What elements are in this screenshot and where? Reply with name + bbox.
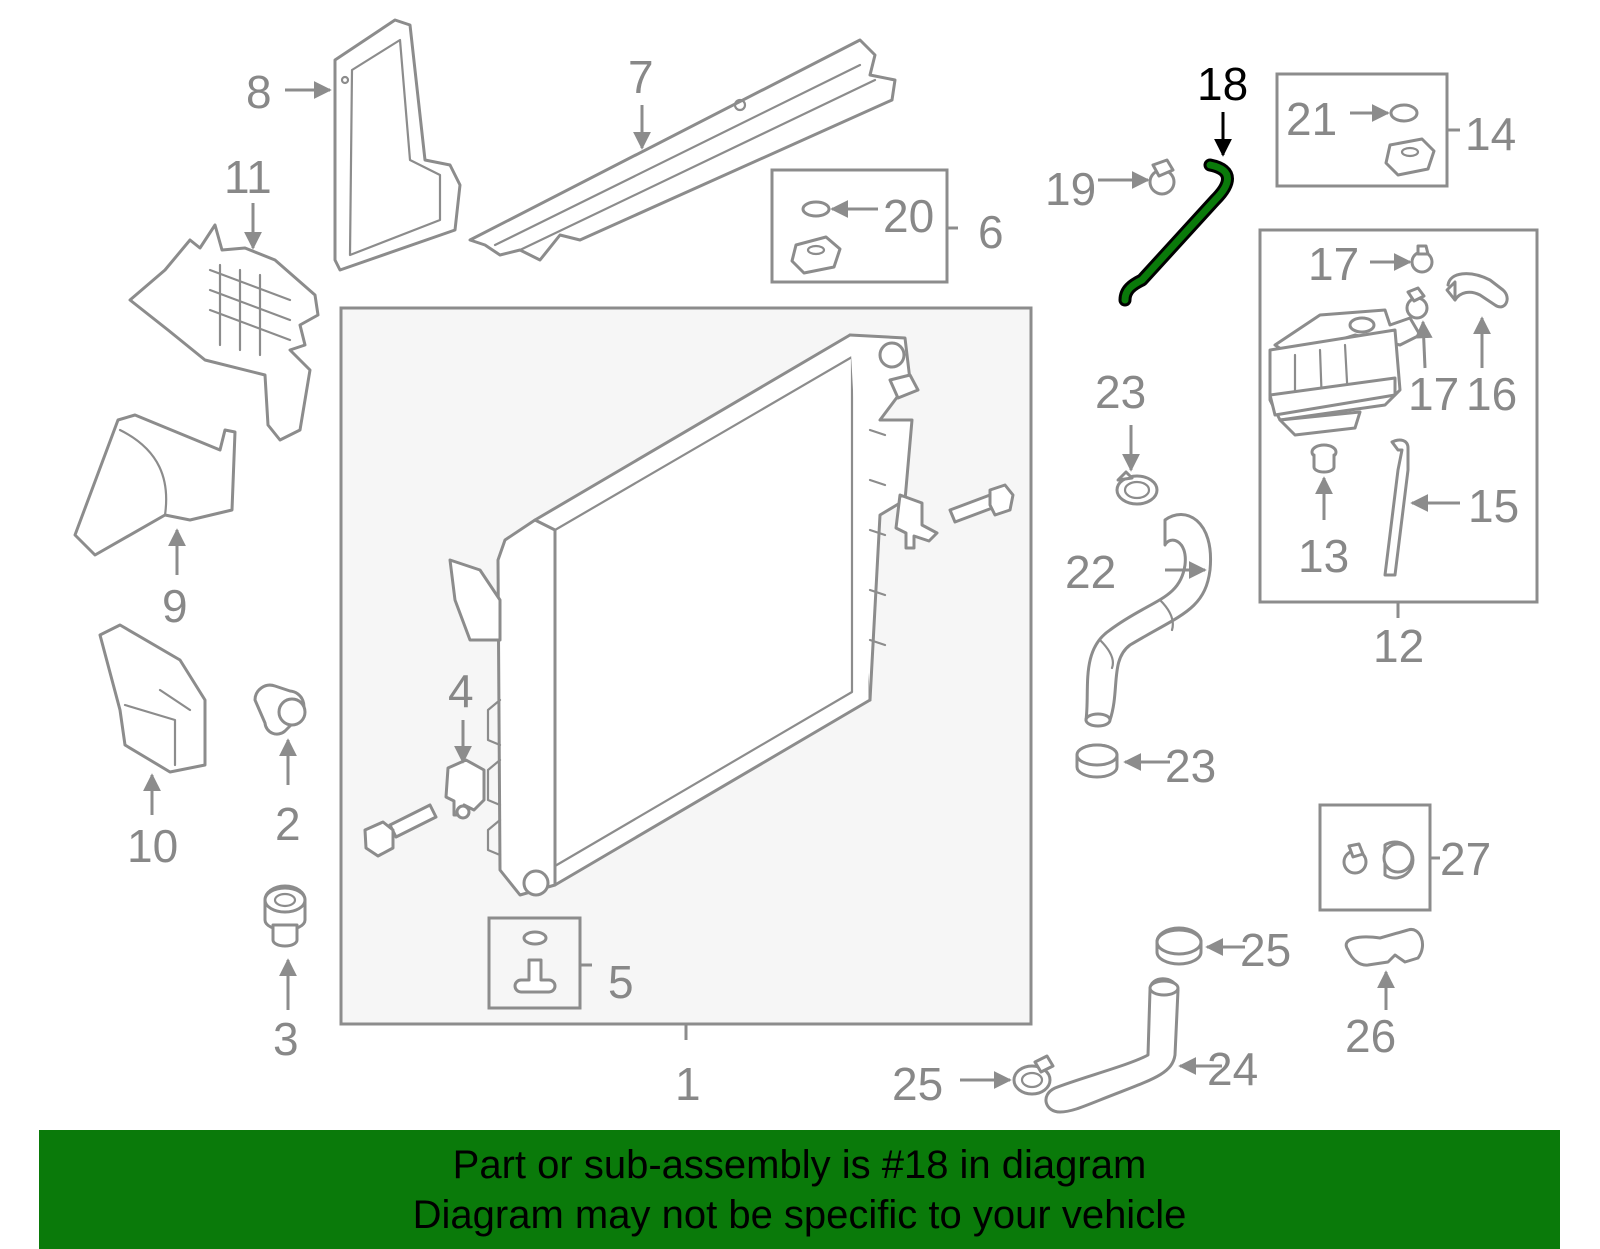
part-17-clamp-upper[interactable]: [1410, 244, 1434, 274]
radiator[interactable]: [448, 333, 920, 897]
callout-23-upper: 23: [1095, 366, 1146, 418]
part-25-clamp-lower[interactable]: [1012, 1054, 1055, 1096]
callout-19: 19: [1045, 163, 1096, 215]
part-18-hose[interactable]: [1118, 158, 1234, 307]
part-5-pin[interactable]: [513, 930, 557, 994]
part-15-hose[interactable]: [1383, 438, 1410, 577]
callout-4: 4: [448, 665, 474, 717]
callout-18-highlighted: 18: [1197, 58, 1248, 110]
callout-14: 14: [1465, 108, 1516, 160]
part-26-hose[interactable]: [1344, 928, 1424, 967]
callout-11: 11: [224, 151, 272, 203]
part-25-clamp-upper[interactable]: [1155, 926, 1203, 966]
banner-line-2: Diagram may not be specific to your vehi…: [412, 1192, 1187, 1237]
part-23-clamp-lower[interactable]: [1075, 743, 1119, 779]
callout-21: 21: [1286, 93, 1337, 145]
part-2-mount[interactable]: [253, 683, 307, 736]
part-6-pad[interactable]: [790, 235, 842, 275]
callout-17b: 17: [1408, 368, 1459, 420]
part-11-air-guide[interactable]: [128, 223, 320, 442]
part-3-mount[interactable]: [263, 884, 307, 948]
callout-7: 7: [628, 51, 654, 103]
part-6-box: [770, 168, 949, 284]
part-24-hose[interactable]: [1044, 977, 1180, 1114]
part-16-hose[interactable]: [1445, 272, 1509, 309]
callout-1: 1: [675, 1058, 701, 1110]
callout-24: 24: [1207, 1043, 1258, 1095]
radiator-bolt-upper[interactable]: [948, 483, 1015, 524]
callout-6: 6: [978, 206, 1004, 258]
part-12-reservoir[interactable]: [1268, 308, 1422, 437]
callout-25-upper: 25: [1240, 924, 1291, 976]
callout-2: 2: [275, 798, 301, 850]
radiator-bracket[interactable]: [894, 493, 939, 550]
part-17-clamp-lower[interactable]: [1405, 286, 1429, 320]
banner-line-1: Part or sub-assembly is #18 in diagram: [452, 1142, 1147, 1187]
part-21-seal[interactable]: [1389, 103, 1419, 123]
callout-10: 10: [127, 820, 178, 872]
part-13-cap[interactable]: [1310, 443, 1338, 474]
part-9-deflector[interactable]: [73, 413, 237, 557]
part-20-seal[interactable]: [801, 200, 831, 218]
callout-8: 8: [246, 66, 272, 118]
callout-3: 3: [273, 1013, 299, 1065]
callout-16: 16: [1466, 368, 1517, 420]
part-8-deflector[interactable]: [333, 18, 462, 272]
callout-17a: 17: [1308, 238, 1359, 290]
callout-15: 15: [1468, 480, 1519, 532]
part-7-upper-cover[interactable]: [468, 38, 897, 262]
part-19-clamp[interactable]: [1148, 158, 1176, 196]
callout-13: 13: [1298, 530, 1349, 582]
radiator-bolt-lower[interactable]: [363, 803, 438, 858]
callout-22: 22: [1065, 546, 1116, 598]
callout-12: 12: [1373, 620, 1424, 672]
callout-27: 27: [1440, 833, 1491, 885]
part-10-deflector[interactable]: [98, 623, 207, 774]
callout-9: 9: [162, 580, 188, 632]
callout-20: 20: [883, 190, 934, 242]
info-banner: Part or sub-assembly is #18 in diagram D…: [39, 1130, 1560, 1249]
part-27-clamps[interactable]: [1342, 840, 1415, 880]
part-5-box: [487, 916, 582, 1010]
part-4-bracket[interactable]: [444, 758, 486, 820]
part-23-clamp-upper[interactable]: [1115, 470, 1159, 506]
callout-26: 26: [1345, 1010, 1396, 1062]
callout-25-lower: 25: [892, 1058, 943, 1110]
part-22-hose[interactable]: [1084, 513, 1213, 728]
callout-23-lower: 23: [1165, 740, 1216, 792]
part-14-pad[interactable]: [1384, 137, 1436, 177]
callout-5: 5: [608, 956, 634, 1008]
